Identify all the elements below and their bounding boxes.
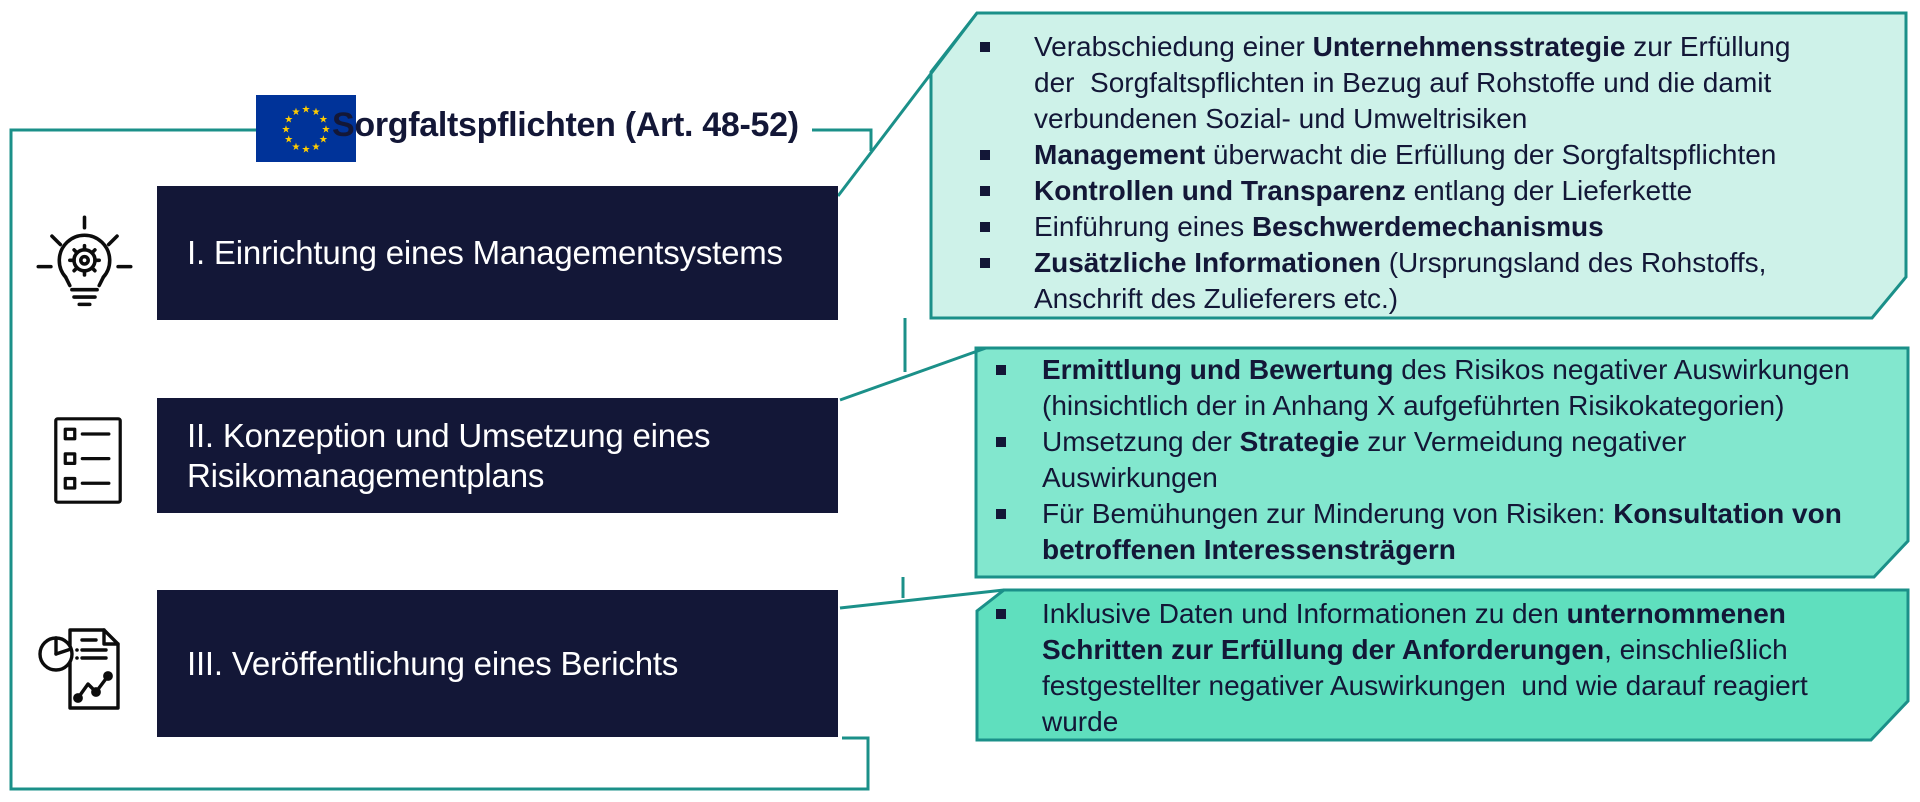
- callout-line-text: Verabschiedung einer Unternehmensstrateg…: [1034, 31, 1791, 62]
- bullet-icon: [972, 173, 1034, 196]
- step-label-line: I. Einrichtung eines Managementsystems: [187, 234, 783, 271]
- svg-text:★: ★: [282, 125, 291, 136]
- callout-line-text: verbundenen Sozial- und Umweltrisiken: [1034, 103, 1528, 134]
- lightbulb-gear-icon: [32, 212, 137, 317]
- callout-line: betroffenen Interessensträgern: [988, 532, 1903, 568]
- callout-line: Für Bemühungen zur Minderung von Risiken…: [988, 496, 1903, 532]
- callout-line: verbundenen Sozial- und Umweltrisiken: [972, 101, 1902, 137]
- checklist-icon: [52, 415, 124, 506]
- bullet-icon: [988, 496, 1042, 519]
- callout-line-text: festgestellter negativer Auswirkungen un…: [1042, 670, 1808, 701]
- svg-text:★: ★: [292, 142, 301, 153]
- svg-text:★: ★: [284, 135, 293, 146]
- svg-text:★: ★: [312, 107, 321, 118]
- step-label-line: III. Veröffentlichung eines Berichts: [187, 644, 679, 682]
- callout-line: Management überwacht die Erfüllung der S…: [972, 137, 1902, 173]
- callout-line-text: Auswirkungen: [1042, 462, 1218, 493]
- svg-text:★: ★: [319, 135, 328, 146]
- step-label-line: Risikomanagementplans: [187, 456, 545, 494]
- callout-line: Einführung eines Beschwerdemechanismus: [972, 209, 1902, 245]
- callout-line-text: Anschrift des Zulieferers etc.): [1034, 283, 1399, 314]
- svg-text:★: ★: [284, 115, 293, 126]
- callout-line: Anschrift des Zulieferers etc.): [972, 281, 1902, 317]
- callout-line-text: Management überwacht die Erfüllung der S…: [1034, 139, 1777, 170]
- callout-line-text: wurde: [1042, 706, 1119, 737]
- callout-line-text: Für Bemühungen zur Minderung von Risiken…: [1042, 498, 1842, 529]
- bullet-icon: [972, 29, 1034, 52]
- callout-line: Ermittlung und Bewertung des Risikos neg…: [988, 352, 1903, 388]
- callout-line: der Sorgfaltspflichten in Bezug auf Rohs…: [972, 65, 1902, 101]
- callout-line: Umsetzung der Strategie zur Vermeidung n…: [988, 424, 1903, 460]
- step-label-line: II. Konzeption und Umsetzung eines: [187, 416, 711, 454]
- svg-text:★: ★: [322, 125, 331, 136]
- bracket-line: [9, 128, 870, 791]
- bullet-icon: [988, 424, 1042, 447]
- callout-line-text: Ermittlung und Bewertung des Risikos neg…: [1042, 354, 1850, 385]
- callout-3: Inklusive Daten und Informationen zu den…: [988, 596, 1903, 740]
- svg-text:★: ★: [302, 105, 311, 116]
- callout-line: Inklusive Daten und Informationen zu den…: [988, 596, 1903, 632]
- bullet-icon: [988, 596, 1042, 619]
- eu-flag-icon: ★★★ ★★★ ★★★ ★★★: [256, 95, 356, 162]
- callout-line-text: der Sorgfaltspflichten in Bezug auf Rohs…: [1034, 67, 1772, 98]
- callout-2-connector: [839, 346, 987, 402]
- report-chart-icon: [36, 618, 136, 718]
- bullet-icon: [988, 352, 1042, 375]
- title-connector: [812, 128, 873, 151]
- callout-3-shape: [975, 588, 1910, 742]
- callout-line-text: Zusätzliche Informationen (Ursprungsland…: [1034, 247, 1767, 278]
- svg-text:★: ★: [292, 107, 301, 118]
- callout-line: festgestellter negativer Auswirkungen un…: [988, 668, 1903, 704]
- callout-line: Auswirkungen: [988, 460, 1903, 496]
- callout-line: Kontrollen und Transparenz entlang der L…: [972, 173, 1902, 209]
- callout-line: wurde: [988, 704, 1903, 740]
- svg-text:★: ★: [302, 145, 311, 156]
- callout-line-text: Umsetzung der Strategie zur Vermeidung n…: [1042, 426, 1687, 457]
- callout-line-text: Schritten zur Erfüllung der Anforderunge…: [1042, 634, 1788, 665]
- step-box-1: I. Einrichtung eines Managementsystems: [157, 186, 838, 320]
- callout-3-connector: [839, 588, 1005, 610]
- callout-line: (hinsichtlich der in Anhang X aufgeführt…: [988, 388, 1903, 424]
- callout-line: Schritten zur Erfüllung der Anforderunge…: [988, 632, 1903, 668]
- callout-2-shape: [974, 346, 1910, 579]
- callout-1: Verabschiedung einer Unternehmensstrateg…: [972, 29, 1902, 317]
- bullet-icon: [972, 209, 1034, 232]
- bullet-icon: [972, 245, 1034, 268]
- callout-2: Ermittlung und Bewertung des Risikos neg…: [988, 352, 1903, 568]
- callout-1-connector: [836, 12, 979, 197]
- callout-line-text: Einführung eines Beschwerdemechanismus: [1034, 211, 1604, 242]
- callout-line-text: (hinsichtlich der in Anhang X aufgeführt…: [1042, 390, 1785, 421]
- callout-line: Verabschiedung einer Unternehmensstrateg…: [972, 29, 1902, 65]
- callout-line-text: betroffenen Interessensträgern: [1042, 534, 1456, 565]
- bullet-icon: [972, 137, 1034, 160]
- svg-text:★: ★: [312, 142, 321, 153]
- callout-line-text: Kontrollen und Transparenz entlang der L…: [1034, 175, 1693, 206]
- callout-line: Zusätzliche Informationen (Ursprungsland…: [972, 245, 1902, 281]
- callout-line-text: Inklusive Daten und Informationen zu den…: [1042, 598, 1786, 629]
- page-title: Sorgfaltspflichten (Art. 48-52): [332, 106, 799, 144]
- svg-text:★: ★: [319, 115, 328, 126]
- step-box-3: III. Veröffentlichung eines Berichts: [157, 590, 838, 737]
